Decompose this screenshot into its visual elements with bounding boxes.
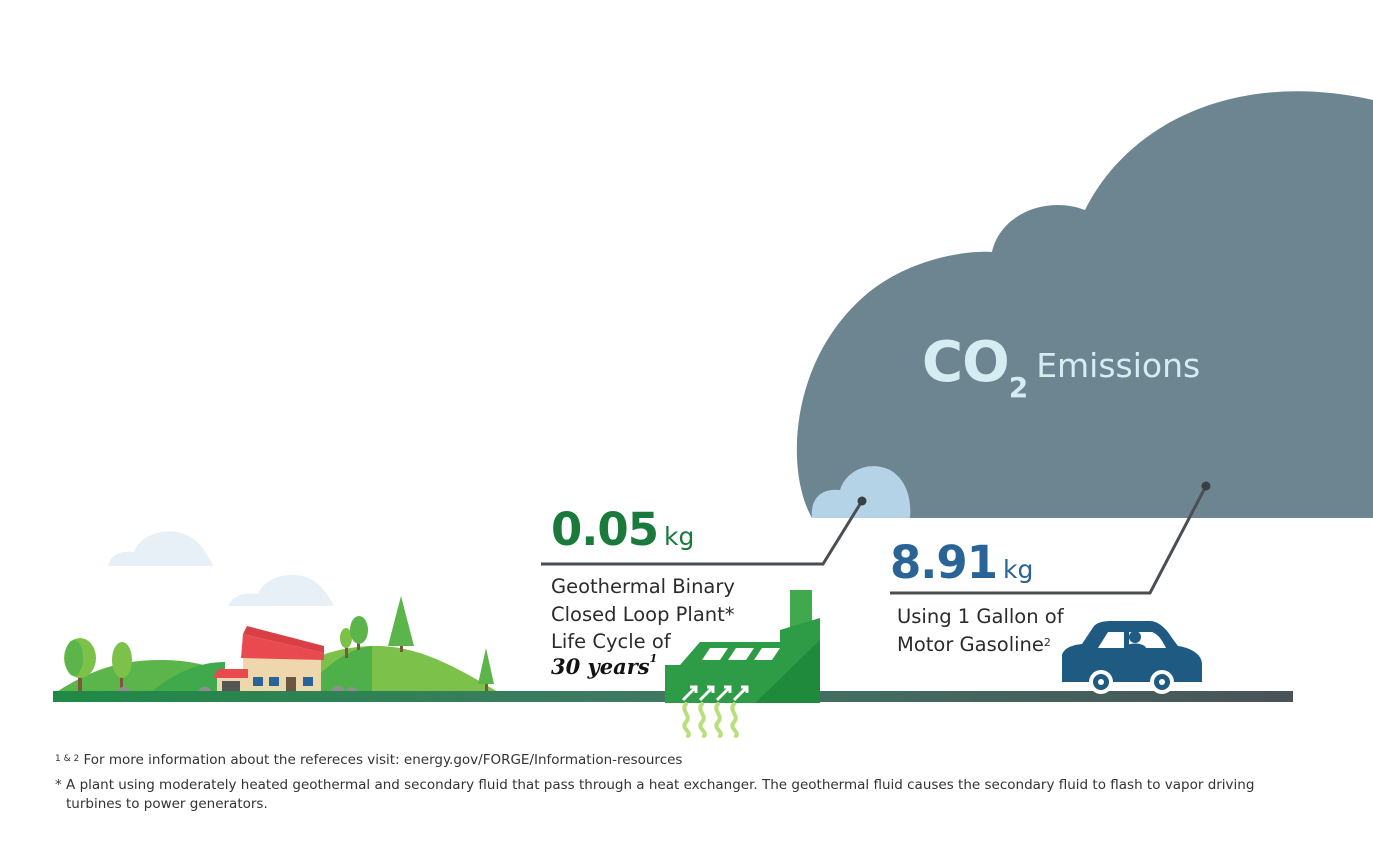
footnote-ref-1: 1: [649, 652, 658, 665]
footnote-definition-line2: turbines to power generators.: [66, 796, 268, 812]
co2-emissions-title: CO2Emissions: [922, 330, 1201, 404]
cloud-icon: [108, 531, 334, 606]
geothermal-desc-line3: Life Cycle of: [551, 630, 671, 653]
footnote-references-text: For more information about the refereces…: [83, 752, 683, 768]
footnote-definition-line1: * A plant using moderately heated geothe…: [55, 777, 1255, 793]
geothermal-value-unit: kg: [664, 522, 695, 551]
geothermal-value-number: 0.05: [551, 503, 659, 556]
gasoline-desc-line1: Using 1 Gallon of: [897, 605, 1064, 628]
leader-line-gasoline: [890, 481, 1211, 595]
tree-icon: [64, 596, 494, 692]
gasoline-value-number: 8.91: [890, 536, 998, 589]
car-icon: [1062, 621, 1202, 694]
footnote-marker: 1 & 2: [55, 754, 80, 764]
geothermal-description: Geothermal Binary Closed Loop Plant* Lif…: [551, 573, 735, 656]
emissions-label: Emissions: [1036, 346, 1201, 385]
house-icon: [213, 626, 324, 693]
footnote-references: 1 & 2 For more information about the ref…: [55, 751, 682, 770]
geothermal-desc-line2: Closed Loop Plant*: [551, 602, 735, 626]
gasoline-description: Using 1 Gallon of Motor Gasoline2: [897, 603, 1064, 658]
geothermal-plant-icon: [665, 590, 820, 703]
geothermal-desc-line1: Geothermal Binary: [551, 575, 735, 598]
leader-line-geothermal: [541, 496, 867, 566]
gasoline-desc-line2: Motor Gasoline2: [897, 631, 1064, 659]
co2-subscript: 2: [1008, 371, 1029, 404]
geothermal-lifecycle-years: 30 years1: [551, 652, 658, 679]
gasoline-desc-line2-text: Motor Gasoline: [897, 632, 1044, 656]
co2-formula: CO: [922, 330, 1010, 395]
co2-cloud: [796, 91, 1373, 519]
heat-waves-icon: [682, 702, 739, 738]
gasoline-value-unit: kg: [1003, 555, 1034, 584]
small-cloud-icon: [811, 466, 911, 518]
footnote-plant-definition: * A plant using moderately heated geothe…: [55, 776, 1254, 814]
years-text: 30 years: [551, 654, 650, 679]
footnote-ref-2: 2: [1043, 635, 1051, 649]
